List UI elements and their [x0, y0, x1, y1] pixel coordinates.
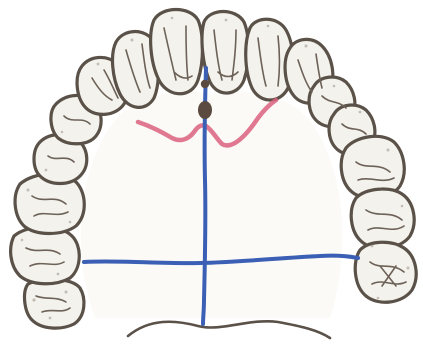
tooth-right-central-incisor	[202, 12, 249, 94]
posterior-palate-outline	[128, 321, 330, 338]
tooth-left-molar-3	[25, 279, 84, 328]
tooth-left-molar-2	[11, 227, 80, 284]
tooth-right-molar-2	[351, 189, 414, 248]
tooth-left-central-incisor	[151, 10, 203, 94]
palate-area	[81, 92, 342, 318]
